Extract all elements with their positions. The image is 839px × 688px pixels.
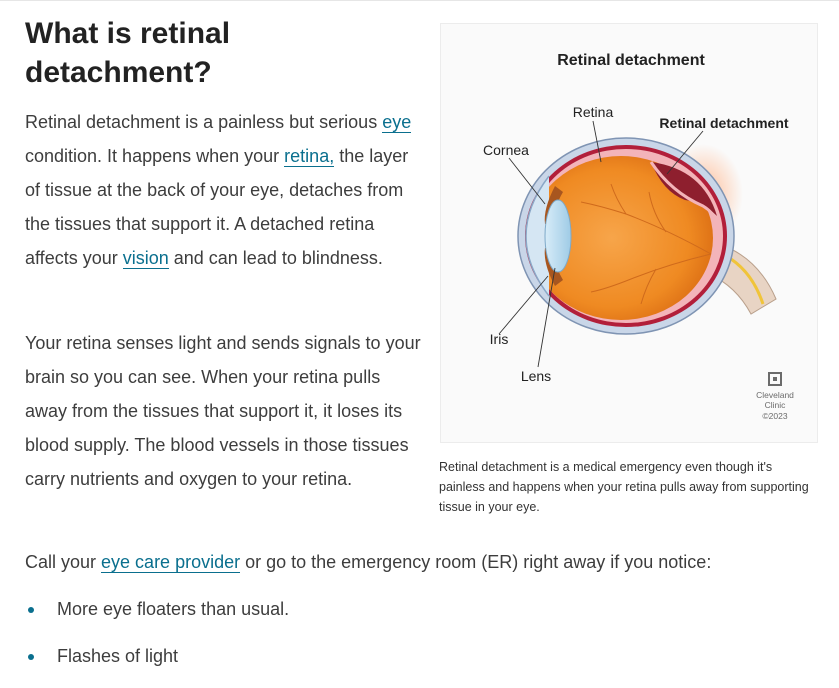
leader-lines	[498, 120, 704, 368]
list-item-text: More eye floaters than usual.	[57, 599, 290, 619]
callout-text-2: or go to the emergency room (ER) right a…	[240, 552, 712, 572]
figure-caption: Retinal detachment is a medical emergenc…	[439, 460, 809, 514]
list-item: Flashes of light	[25, 641, 625, 671]
intro-text-4: and can lead to blindness.	[168, 248, 383, 268]
call-provider-paragraph: Call your eye care provider or go to the…	[25, 545, 825, 579]
detached-retina-region	[651, 162, 717, 216]
intro-paragraph: Retinal detachment is a painless but ser…	[25, 105, 425, 275]
optic-nerve-vessel	[730, 257, 765, 305]
figure-title: Retinal detachment	[557, 52, 705, 69]
symptom-list: More eye floaters than usual. Flashes of…	[25, 594, 625, 688]
logo-line-1: Cleveland	[756, 390, 794, 400]
label-retinal-detachment: Retinal detachment	[659, 115, 788, 131]
eye-care-provider-link[interactable]: eye care provider	[101, 552, 241, 573]
intro-text-3: the layer of tissue at the back of your …	[25, 146, 409, 268]
retinal-vessels	[580, 183, 712, 305]
logo-line-3: ©2023	[762, 411, 787, 421]
page-title: What is retinal detachment?	[25, 17, 231, 89]
cleveland-clinic-logo: Cleveland Clinic ©2023	[756, 372, 794, 421]
logo-line-2: Clinic	[765, 400, 787, 410]
intro-text-1: Retinal detachment is a painless but ser…	[25, 112, 383, 132]
label-lens: Lens	[521, 368, 551, 384]
detached-retina-flap	[649, 161, 719, 223]
intro-text-2: condition. It happens when your	[25, 146, 285, 166]
label-iris: Iris	[490, 331, 509, 347]
label-cornea: Cornea	[483, 142, 529, 158]
vision-link[interactable]: vision	[122, 248, 169, 269]
eye-diagram-svg: Retinal detachment	[483, 52, 794, 421]
lens	[544, 199, 572, 273]
callout-text-1: Call your	[25, 552, 102, 572]
bullet-dot-icon	[28, 607, 34, 613]
list-item: More eye floaters than usual.	[25, 594, 625, 624]
top-divider	[0, 0, 839, 1]
eye-link[interactable]: eye	[382, 112, 412, 133]
list-item-text: Flashes of light	[57, 646, 179, 666]
vitreous-body	[529, 156, 713, 320]
cornea	[525, 175, 550, 297]
retinal-detachment-illustration: Retinal detachment	[440, 23, 818, 443]
label-retina: Retina	[573, 104, 614, 120]
bullet-dot-icon	[28, 654, 34, 660]
retina-link[interactable]: retina,	[284, 146, 335, 167]
logo-mark-icon	[768, 372, 782, 386]
retina-function-paragraph: Your retina senses light and sends signa…	[25, 333, 421, 489]
